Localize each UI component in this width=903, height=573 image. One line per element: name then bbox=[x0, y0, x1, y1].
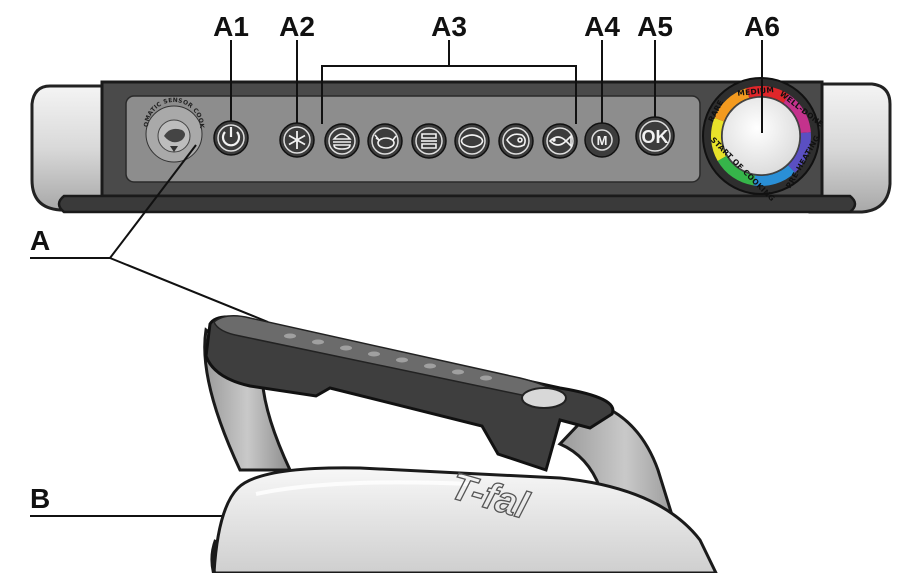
handle-dial bbox=[521, 387, 567, 409]
program-button-burger[interactable] bbox=[324, 123, 360, 159]
program-button-poultry[interactable] bbox=[367, 123, 403, 159]
sausage-icon bbox=[460, 134, 484, 148]
sensor-steak-icon bbox=[164, 128, 185, 143]
snowflake-icon bbox=[288, 131, 306, 149]
indicator-ring-segment bbox=[753, 165, 796, 187]
program-button-sandwich[interactable] bbox=[411, 123, 447, 159]
program-button-sausage[interactable] bbox=[454, 123, 490, 159]
ok-button-label: OK bbox=[642, 127, 669, 147]
indicator-ring-segment bbox=[783, 94, 811, 134]
frozen-button[interactable] bbox=[279, 122, 315, 158]
panel-left-cap bbox=[30, 84, 114, 212]
manual-button[interactable]: M bbox=[584, 122, 620, 158]
indicator-ring-segment bbox=[711, 117, 727, 161]
fish-icon bbox=[548, 134, 572, 148]
indicator-ring-segment bbox=[746, 86, 790, 103]
program-button-fish[interactable] bbox=[542, 123, 578, 159]
sensor-arrow-icon bbox=[170, 146, 178, 152]
panel-lower-lip bbox=[57, 194, 857, 214]
program-button-red-meat[interactable] bbox=[498, 123, 534, 159]
callout-a: A bbox=[30, 225, 50, 256]
callout-a6: A6 bbox=[744, 11, 780, 42]
callout-a1: A1 bbox=[213, 11, 249, 42]
poultry-icon bbox=[374, 134, 397, 149]
handle-top-button-row bbox=[284, 333, 492, 381]
callout-a4: A4 bbox=[584, 11, 620, 42]
grill-base-edge bbox=[210, 539, 218, 573]
indicator-ring-segment bbox=[714, 88, 750, 122]
callout-a5: A5 bbox=[637, 11, 673, 42]
callout-a2: A2 bbox=[279, 11, 315, 42]
grill-device: T-fal bbox=[203, 315, 718, 573]
indicator-ring-segment bbox=[717, 156, 756, 186]
callout-lines-top bbox=[30, 40, 763, 517]
program-buttons bbox=[324, 123, 578, 159]
power-icon bbox=[221, 127, 241, 147]
manual-button-label: M bbox=[597, 133, 608, 148]
burger-icon bbox=[332, 133, 352, 150]
callout-a3: A3 bbox=[431, 11, 467, 42]
ring-label-medium: MEDIUM bbox=[737, 85, 775, 98]
sandwich-icon bbox=[421, 133, 437, 149]
power-button[interactable] bbox=[213, 120, 249, 156]
grill-body bbox=[212, 466, 718, 573]
red-meat-icon bbox=[506, 133, 526, 148]
callout-b: B bbox=[30, 483, 50, 514]
ok-button[interactable]: OK bbox=[635, 116, 675, 156]
indicator-ring-segment bbox=[788, 132, 811, 173]
callout-labels: A1 A2 A3 A4 A5 A6 A B bbox=[30, 11, 780, 514]
panel-right-cap bbox=[808, 82, 892, 214]
grill-body-highlight bbox=[255, 480, 471, 496]
indicator-ring bbox=[711, 86, 811, 187]
